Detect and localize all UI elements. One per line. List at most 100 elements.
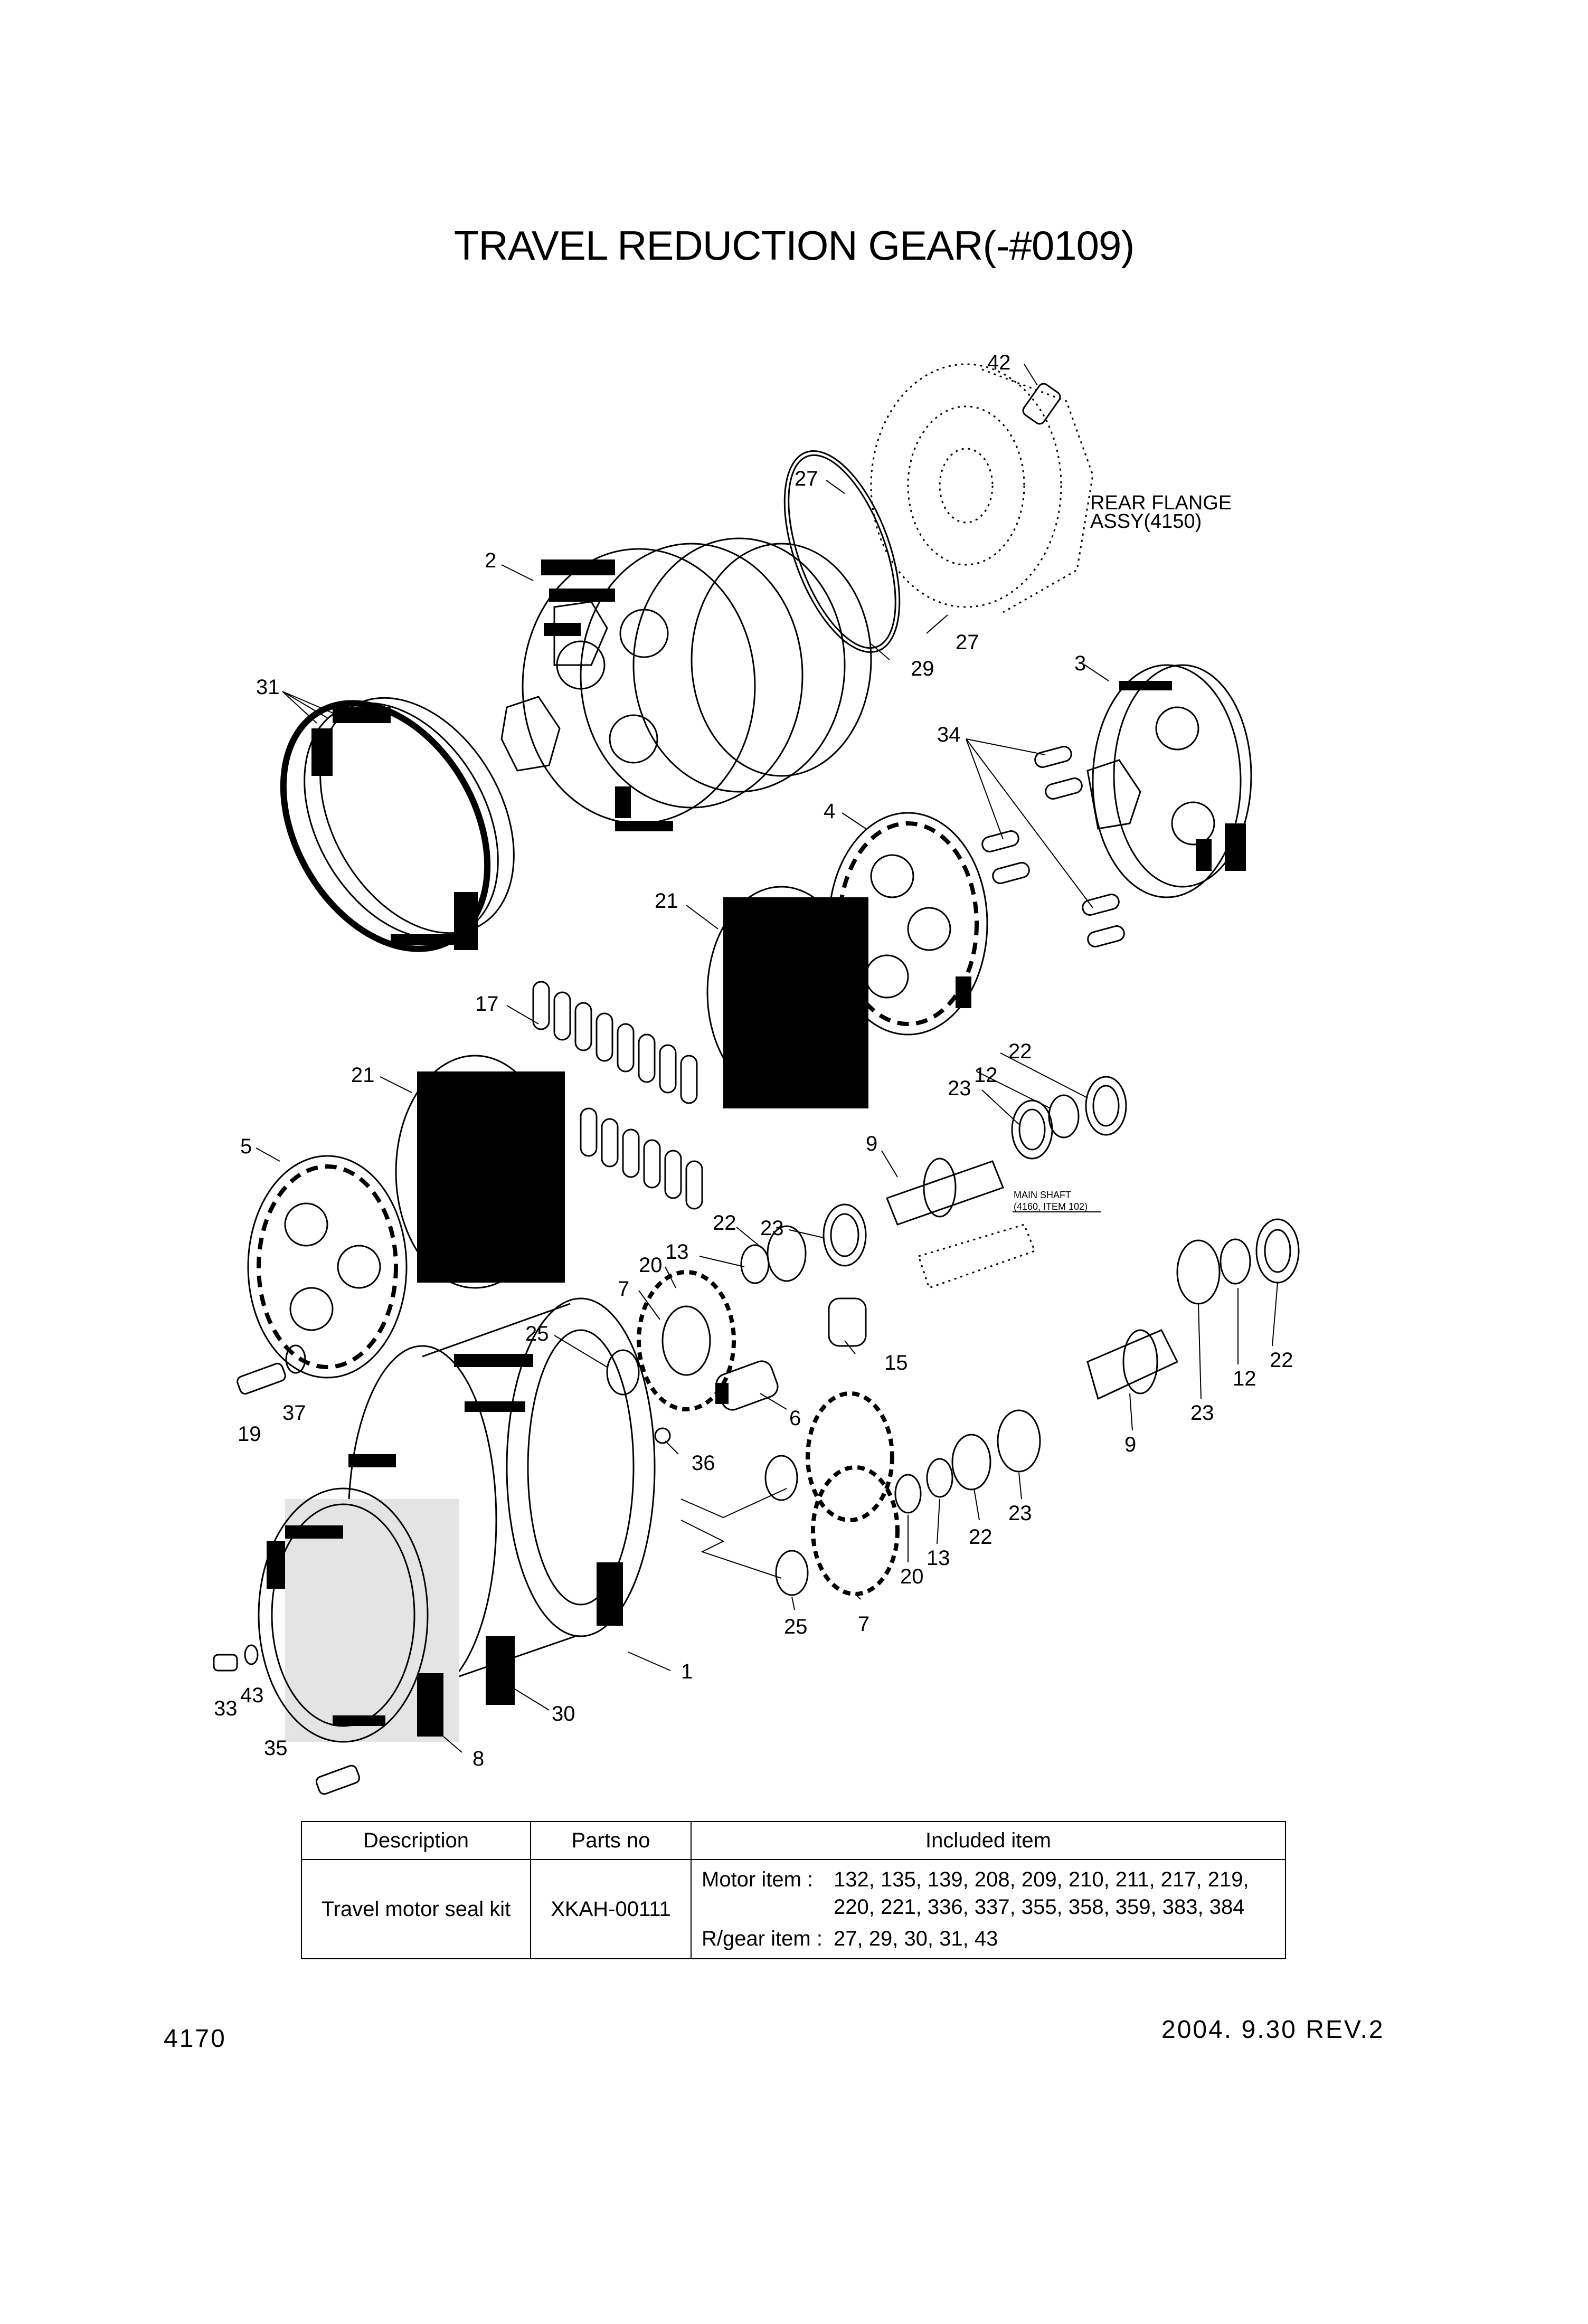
- callout-9-upper: 9: [866, 1132, 877, 1155]
- spacer-12-upper: [1048, 1094, 1080, 1139]
- callout-3: 3: [1074, 652, 1086, 675]
- needle-rollers-17: [532, 981, 703, 1210]
- gear-7-upper: [637, 1270, 736, 1411]
- callout-12-top: 12: [974, 1064, 998, 1087]
- spacer-12-right: [1220, 1238, 1251, 1285]
- snap-ring-25-lower: [775, 1550, 809, 1596]
- callout-27-upper: 27: [795, 467, 818, 490]
- callout-labels: 42 27 27 29 2 3 31 34 4 21 17 21 5 22 12…: [214, 351, 1293, 1770]
- gear-5: [247, 1155, 408, 1379]
- callout-8: 8: [472, 1747, 484, 1770]
- page-title: TRAVEL REDUCTION GEAR(-#0109): [453, 222, 1135, 269]
- callout-25-upper: 25: [525, 1322, 549, 1345]
- callout-23-mid: 23: [760, 1217, 784, 1240]
- redaction-blocks: [267, 559, 1246, 1726]
- callout-6: 6: [789, 1407, 801, 1430]
- rgear-item-values: 27, 29, 30, 31, 43: [834, 1927, 998, 1950]
- rear-flange-assembly: [870, 363, 1094, 613]
- spacer-13-upper: [740, 1244, 770, 1284]
- washer-37: [285, 1344, 306, 1374]
- callout-23-lower: 23: [1008, 1502, 1032, 1525]
- callout-42: 42: [987, 351, 1011, 374]
- bearing-23-mid: [823, 1203, 867, 1267]
- bolt-19: [237, 1362, 286, 1395]
- callout-31: 31: [256, 676, 280, 699]
- shaft-9-upper: [886, 1158, 1004, 1226]
- callout-37: 37: [282, 1401, 306, 1425]
- leader-lines: [256, 364, 1278, 1753]
- bearing-22-lower: [951, 1434, 991, 1491]
- callout-22-lower: 22: [969, 1525, 993, 1549]
- main-shaft-note: MAIN SHAFT (4160, ITEM 102): [1013, 1190, 1101, 1212]
- callout-15: 15: [884, 1351, 908, 1374]
- callout-29: 29: [911, 657, 934, 680]
- rear-flange-label-1: REAR FLANGE: [1090, 492, 1232, 514]
- main-shaft-label-1: MAIN SHAFT: [1014, 1190, 1071, 1200]
- callout-22-mid: 22: [713, 1211, 736, 1235]
- snap-ring-25-upper: [606, 1349, 640, 1396]
- bolt-33: [213, 1654, 238, 1672]
- callout-20-lower: 20: [900, 1565, 924, 1588]
- shaft-9-lower: [1086, 1329, 1179, 1400]
- spacer-13-lower: [926, 1458, 953, 1498]
- pins-34: [981, 746, 1125, 947]
- callout-13-lower: 13: [927, 1547, 950, 1570]
- callout-21-upper: 21: [655, 889, 678, 913]
- cell-parts-no: XKAH-00111: [530, 1859, 692, 1959]
- callout-19: 19: [238, 1422, 261, 1446]
- rear-flange-note: REAR FLANGE ASSY(4150): [1090, 492, 1232, 533]
- header-parts-no: Parts no: [530, 1821, 692, 1860]
- callout-7-lower: 7: [858, 1612, 869, 1636]
- callout-35: 35: [264, 1737, 288, 1760]
- callout-17: 17: [475, 992, 499, 1016]
- callout-13-upper: 13: [665, 1240, 689, 1264]
- rear-flange-label-2: ASSY(4150): [1090, 510, 1202, 533]
- callout-12-right: 12: [1233, 1367, 1256, 1390]
- table-row: Travel motor seal kit XKAH-00111 Motor i…: [301, 1859, 1286, 1959]
- callout-25-lower: 25: [784, 1615, 808, 1638]
- sleeve-15: [828, 1297, 867, 1347]
- seal-kit-table: Description Parts no Included item Trave…: [301, 1821, 1286, 1959]
- carrier-3: [1086, 664, 1252, 898]
- bearing-22-right: [1255, 1218, 1300, 1284]
- bearing-23-right: [1176, 1239, 1221, 1305]
- table-header-row: Description Parts no Included item: [301, 1821, 1286, 1860]
- callout-9-lower: 9: [1124, 1433, 1136, 1456]
- callout-7-upper: 7: [618, 1277, 629, 1301]
- callout-43: 43: [240, 1684, 264, 1707]
- callout-30: 30: [552, 1702, 575, 1725]
- motor-item-label: Motor item :: [702, 1868, 814, 1891]
- callout-22-right: 22: [1270, 1349, 1293, 1372]
- callout-2: 2: [485, 549, 496, 572]
- bearing-23-lower: [997, 1409, 1041, 1473]
- main-shaft-dotted: [918, 1223, 1036, 1289]
- main-shaft-label-2: (4160, ITEM 102): [1014, 1201, 1088, 1212]
- bearing-22-mid: [767, 1225, 807, 1282]
- rgear-item-label: R/gear item :: [702, 1927, 823, 1950]
- seal-30: [486, 1636, 515, 1705]
- gear-7-lower: [806, 1391, 900, 1596]
- header-included-item: Included item: [691, 1821, 1286, 1860]
- header-description: Description: [301, 1821, 531, 1860]
- callout-1: 1: [681, 1660, 693, 1683]
- callout-4: 4: [824, 800, 835, 823]
- bolt-35: [315, 1765, 361, 1795]
- housing-2: [500, 537, 872, 824]
- callout-22-top: 22: [1008, 1040, 1032, 1063]
- callout-23-right: 23: [1190, 1401, 1214, 1425]
- cell-description: Travel motor seal kit: [301, 1859, 531, 1959]
- revision-date: 2004. 9.30 REV.2: [1161, 2016, 1385, 2044]
- o-ring-43: [244, 1644, 259, 1665]
- callout-34: 34: [937, 723, 961, 746]
- callout-21-lower: 21: [351, 1064, 375, 1087]
- pin-42: [1022, 383, 1061, 425]
- shaft-connection-lines: [680, 1488, 787, 1579]
- bearing-23-upper: [1011, 1099, 1053, 1160]
- callout-33: 33: [214, 1697, 238, 1720]
- motor-item-values: 132, 135, 139, 208, 209, 210, 211, 217, …: [834, 1868, 1249, 1919]
- page-number: 4170: [164, 2025, 226, 2053]
- callout-27-lower: 27: [956, 631, 979, 654]
- callout-36: 36: [692, 1452, 715, 1475]
- callout-20-upper: 20: [639, 1254, 663, 1277]
